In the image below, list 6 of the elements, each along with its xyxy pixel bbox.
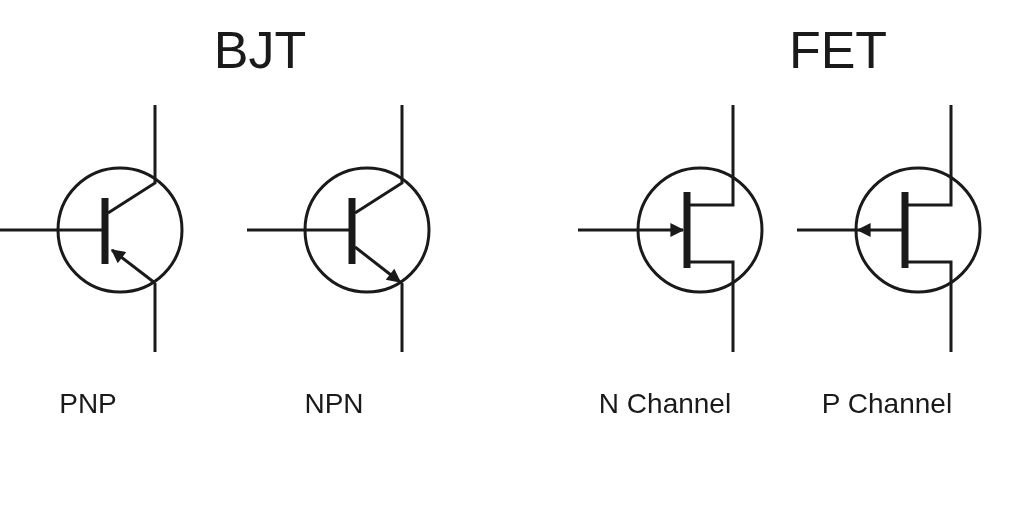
symbol-label: P Channel xyxy=(821,390,953,418)
symbol-label: PNP xyxy=(59,390,117,418)
heading: BJT xyxy=(213,24,307,76)
symbol-label: NPN xyxy=(304,390,364,418)
heading: FET xyxy=(788,24,888,76)
symbol-label: N Channel xyxy=(598,390,732,418)
